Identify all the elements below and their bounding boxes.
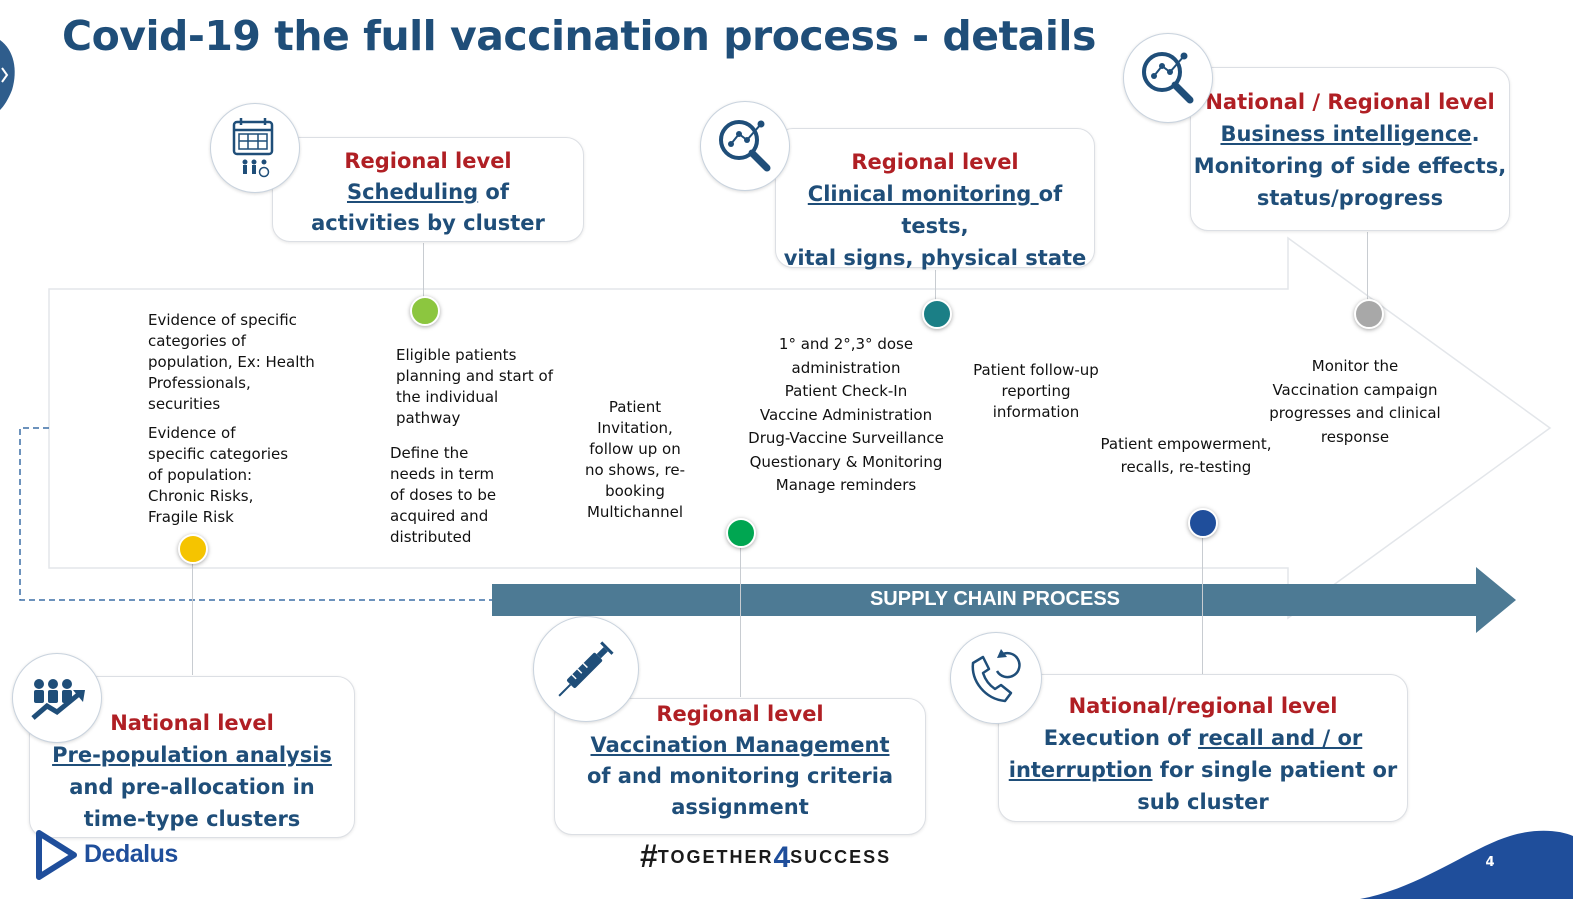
card-vaccination-management: Regional level Vaccination Management of… bbox=[554, 698, 926, 835]
syringe-icon bbox=[533, 616, 639, 722]
connector-line bbox=[192, 560, 193, 675]
connector-line bbox=[1367, 232, 1368, 307]
connector-line bbox=[935, 270, 936, 308]
dedalus-logo-mark bbox=[36, 830, 77, 880]
timeline-dot-teal bbox=[922, 299, 952, 329]
business-intelligence-link[interactable]: Business intelligence bbox=[1220, 122, 1472, 146]
note-patient-empowerment: Patient empowerment,recalls, re-testing bbox=[1100, 435, 1272, 476]
page-number: 4 bbox=[1485, 855, 1495, 870]
calendar-people-icon bbox=[210, 103, 300, 193]
people-growth-icon bbox=[12, 653, 102, 743]
card-recall-interruption: National/regional level Execution of rec… bbox=[998, 674, 1408, 822]
corner-wave-decoration bbox=[1360, 830, 1573, 899]
analytics-search-icon bbox=[700, 101, 790, 191]
timeline-dot-green bbox=[726, 518, 756, 548]
card-scheduling: Regional level Scheduling of activities … bbox=[272, 137, 584, 242]
timeline-dot-yellow bbox=[178, 534, 208, 564]
timeline-dot-lightgreen bbox=[410, 296, 440, 326]
edge-tab-decoration bbox=[0, 40, 15, 110]
timeline-dot-navy bbox=[1188, 508, 1218, 538]
analytics-search-icon bbox=[1123, 33, 1213, 123]
phone-refresh-icon bbox=[950, 632, 1042, 724]
clinical-monitoring-link[interactable]: Clinical monitoring bbox=[807, 182, 1039, 206]
connector-line bbox=[1202, 535, 1203, 675]
vaccination-management-link[interactable]: Vaccination Management bbox=[590, 733, 890, 757]
supply-chain-label: SUPPLY CHAIN PROCESS bbox=[869, 588, 1121, 610]
scheduling-link[interactable]: Scheduling bbox=[346, 180, 479, 204]
card-clinical-monitoring: Regional level Clinical monitoring of te… bbox=[775, 128, 1095, 270]
dedalus-logo-text: Dedalus bbox=[84, 840, 178, 868]
hashtag-together4success: #TOGETHER4SUCCESS bbox=[640, 838, 892, 874]
connector-line bbox=[423, 243, 424, 305]
pre-population-analysis-link[interactable]: Pre-population analysis bbox=[52, 743, 332, 767]
interruption-link[interactable]: interruption bbox=[1008, 758, 1153, 782]
recall-link[interactable]: recall and / or bbox=[1198, 726, 1363, 750]
page-title: Covid-19 the full vaccination process - … bbox=[62, 12, 1096, 60]
timeline-dot-gray bbox=[1354, 299, 1384, 329]
card-business-intelligence: National / Regional level Business intel… bbox=[1190, 67, 1510, 231]
connector-line bbox=[740, 545, 741, 697]
supply-chain-arrow bbox=[492, 567, 1516, 633]
